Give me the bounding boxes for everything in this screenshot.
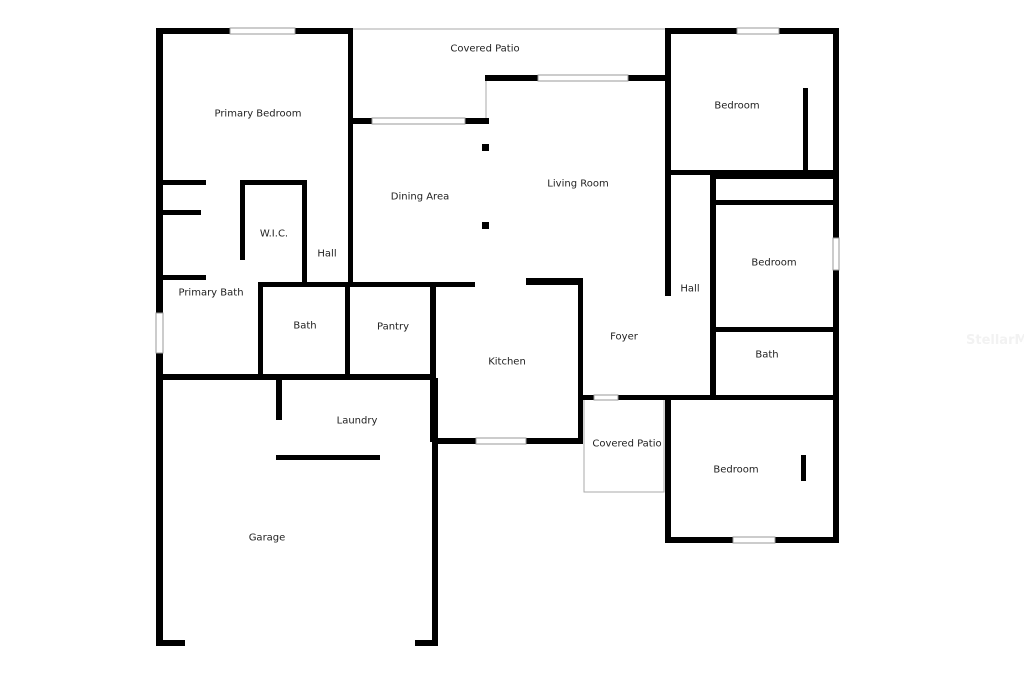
room-covered-patio-top: Covered Patio xyxy=(450,43,520,55)
wall xyxy=(156,374,436,380)
wall xyxy=(240,180,306,185)
window xyxy=(155,312,164,354)
wall xyxy=(803,88,808,172)
room-dining-area: Dining Area xyxy=(390,191,450,203)
wall xyxy=(665,395,671,543)
window xyxy=(732,536,776,544)
room-primary-bath: Primary Bath xyxy=(178,287,244,299)
wall xyxy=(710,327,839,332)
wall xyxy=(716,200,833,205)
room-wic: W.I.C. xyxy=(259,228,289,240)
wall xyxy=(348,28,353,286)
room-bedroom-1: Bedroom xyxy=(714,100,760,112)
wall xyxy=(156,640,185,646)
room-bedroom-3: Bedroom xyxy=(713,464,759,476)
wall xyxy=(302,180,307,285)
room-hall-left: Hall xyxy=(317,248,337,260)
window xyxy=(371,117,466,125)
room-bedroom-2: Bedroom xyxy=(751,257,797,269)
room-pantry: Pantry xyxy=(377,321,409,333)
walls xyxy=(156,28,839,646)
wall xyxy=(432,378,438,645)
room-foyer: Foyer xyxy=(610,331,638,343)
wall xyxy=(156,210,201,215)
wall xyxy=(578,278,583,442)
wall xyxy=(156,180,206,185)
room-hall-right: Hall xyxy=(680,283,700,295)
wall xyxy=(710,174,839,179)
window xyxy=(593,394,619,401)
wall xyxy=(258,282,475,287)
wall xyxy=(801,455,806,481)
room-bath-2: Bath xyxy=(755,349,779,361)
wall xyxy=(430,282,436,442)
window xyxy=(475,437,527,445)
wall xyxy=(665,28,671,296)
window xyxy=(736,27,780,35)
window xyxy=(229,27,296,35)
wall xyxy=(833,28,839,543)
window xyxy=(832,237,840,271)
windows xyxy=(155,27,840,544)
wall xyxy=(665,395,839,400)
room-primary-bedroom: Primary Bedroom xyxy=(214,108,302,120)
watermark: StellarMLS xyxy=(966,333,1024,348)
wall xyxy=(276,455,380,460)
room-kitchen: Kitchen xyxy=(488,356,526,368)
room-garage: Garage xyxy=(248,532,286,544)
wall xyxy=(415,640,438,646)
room-laundry: Laundry xyxy=(336,415,378,427)
wall xyxy=(671,170,833,175)
wall xyxy=(156,275,206,280)
room-covered-patio-front: Covered Patio xyxy=(592,438,662,450)
wall xyxy=(482,222,489,229)
wall xyxy=(526,278,583,285)
room-living-room: Living Room xyxy=(547,178,609,190)
wall xyxy=(345,282,350,378)
wall xyxy=(482,144,489,151)
wall xyxy=(583,395,665,400)
wall xyxy=(258,282,263,378)
room-bath-1: Bath xyxy=(293,320,317,332)
wall xyxy=(240,180,245,260)
wall xyxy=(276,378,282,420)
thin-outlines xyxy=(352,28,665,493)
window xyxy=(537,74,629,82)
wall xyxy=(710,174,716,398)
